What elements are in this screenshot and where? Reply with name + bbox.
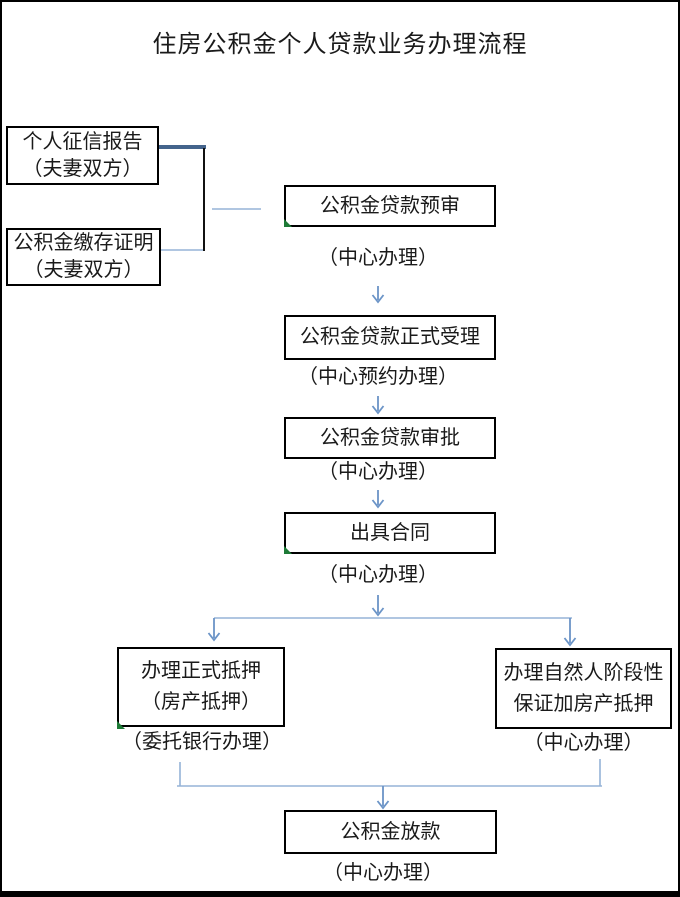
arrow-approval-to-contract: [371, 490, 385, 509]
branch-line1: 办理自然人阶段性: [503, 661, 664, 684]
input-box-line1: 个人征信报告: [22, 130, 143, 153]
step-box-presubmit: 公积金贷款预审: [284, 185, 496, 227]
arrow-presubmit-to-acceptance: [371, 286, 385, 304]
branch-caption-guarantee-mortgage: （中心办理）: [523, 732, 644, 754]
input-box-line1: 公积金缴存证明: [13, 232, 154, 254]
step-caption-presubmit: （中心办理）: [318, 247, 438, 269]
branch-box-formal-mortgage: 办理正式抵押 （房产抵押）: [117, 647, 285, 727]
input-join-connector: [159, 145, 261, 251]
branch-line2: （房产抵押）: [141, 691, 261, 713]
final-caption-disbursement: （中心办理）: [323, 862, 443, 884]
final-label: 公积金放款: [340, 820, 441, 843]
branch-box-guarantee-mortgage: 办理自然人阶段性 保证加房产抵押: [495, 648, 672, 729]
step-box-contract: 出具合同: [284, 512, 496, 554]
merge-connector: [177, 759, 602, 810]
arrow-contract-to-split: [371, 595, 385, 617]
input-box-line2: （夫妻双方）: [22, 157, 143, 180]
step-caption-approval: （中心办理）: [318, 461, 438, 483]
input-box-line2: （夫妻双方）: [23, 259, 144, 281]
input-box-credit-report: 个人征信报告 （夫妻双方）: [6, 126, 159, 185]
branch-line2: 保证加房产抵押: [513, 692, 654, 715]
step-box-acceptance: 公积金贷款正式受理: [284, 315, 496, 360]
step-box-approval: 公积金贷款审批: [284, 417, 496, 459]
final-box-disbursement: 公积金放款: [284, 810, 497, 854]
step-label: 公积金贷款预审: [320, 194, 460, 217]
branch-line1: 办理正式抵押: [141, 660, 261, 682]
input-box-deposit-proof: 公积金缴存证明 （夫妻双方）: [6, 228, 161, 286]
step-caption-contract: （中心办理）: [318, 564, 438, 586]
step-label: 公积金贷款正式受理: [300, 326, 480, 348]
page-title: 住房公积金个人贷款业务办理流程: [152, 32, 528, 58]
arrow-acceptance-to-approval: [371, 396, 385, 415]
split-connector: [207, 617, 577, 647]
step-caption-acceptance: （中心预约办理）: [298, 366, 458, 388]
branch-caption-formal-mortgage: （委托银行办理）: [122, 731, 282, 753]
step-label: 出具合同: [350, 521, 430, 544]
step-label: 公积金贷款审批: [320, 426, 460, 449]
